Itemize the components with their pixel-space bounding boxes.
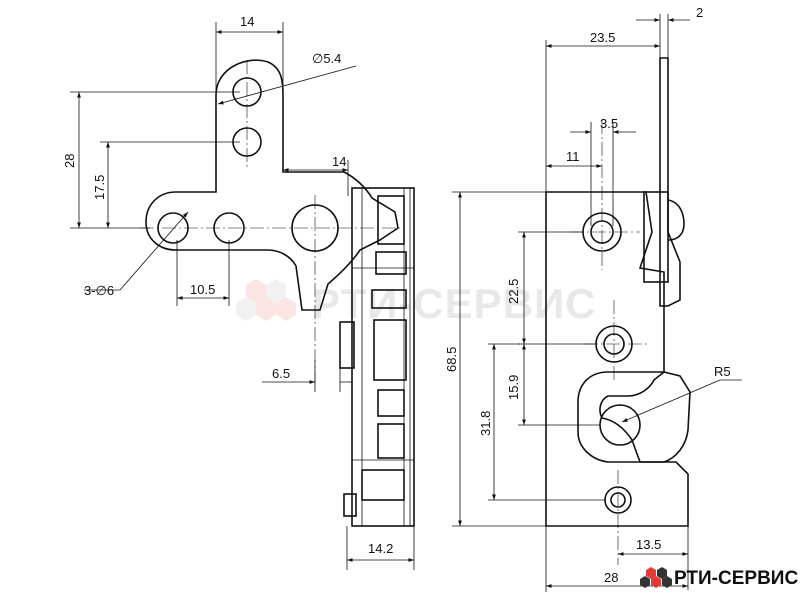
watermark-logo-icon [236, 279, 296, 321]
dim-height-28: 28 [62, 154, 77, 168]
dim-width-23-5: 23.5 [590, 30, 615, 45]
slot-center [599, 404, 641, 446]
latch-body-front [545, 191, 689, 527]
flange [659, 57, 681, 307]
dim-pitch-31-8: 31.8 [478, 411, 493, 436]
plate-outline [145, 59, 399, 311]
latch-body-side [339, 187, 415, 527]
dim-offset-11: 11 [566, 149, 580, 164]
hexagon-cluster-icon [640, 567, 672, 588]
brand-name: РТИ-СЕРВИС [674, 568, 798, 589]
dim-hole-3-5: 3.5 [600, 116, 618, 131]
right-view: 2 23.5 3.5 11 68.5 22.5 15.9 31.8 [444, 5, 742, 592]
dim-pitch-10-5: 10.5 [190, 282, 215, 297]
dim-arm-14: 14 [332, 154, 346, 169]
watermark: РТИ-СЕРВИС [236, 279, 597, 327]
flange-bump [667, 199, 685, 241]
dim-depth-14-2: 14.2 [368, 541, 393, 556]
brand: РТИ-СЕРВИС [640, 567, 798, 589]
dim-holes-3x: 3-∅6 [84, 283, 114, 298]
watermark-text: РТИ-СЕРВИС [312, 280, 597, 327]
spring-block [643, 191, 669, 283]
dim-offset-6-5: 6.5 [272, 366, 290, 381]
dim-radius-r5: R5 [714, 364, 731, 379]
dim-pitch-22-5: 22.5 [506, 279, 521, 304]
dim-height-68-5: 68.5 [444, 347, 459, 372]
dim-width-28: 28 [604, 570, 618, 585]
dim-top-width: 14 [240, 14, 254, 29]
dim-hole-dia: ∅5.4 [312, 51, 341, 66]
dim-bottom-13-5: 13.5 [636, 537, 661, 552]
dim-height-17-5: 17.5 [92, 175, 107, 200]
dim-flange-2: 2 [696, 5, 703, 20]
dim-pitch-15-9: 15.9 [506, 375, 521, 400]
catch-slot [599, 371, 691, 463]
left-view: 14 ∅5.4 28 17.5 14 3-∅6 10.5 6.5 [62, 14, 415, 570]
